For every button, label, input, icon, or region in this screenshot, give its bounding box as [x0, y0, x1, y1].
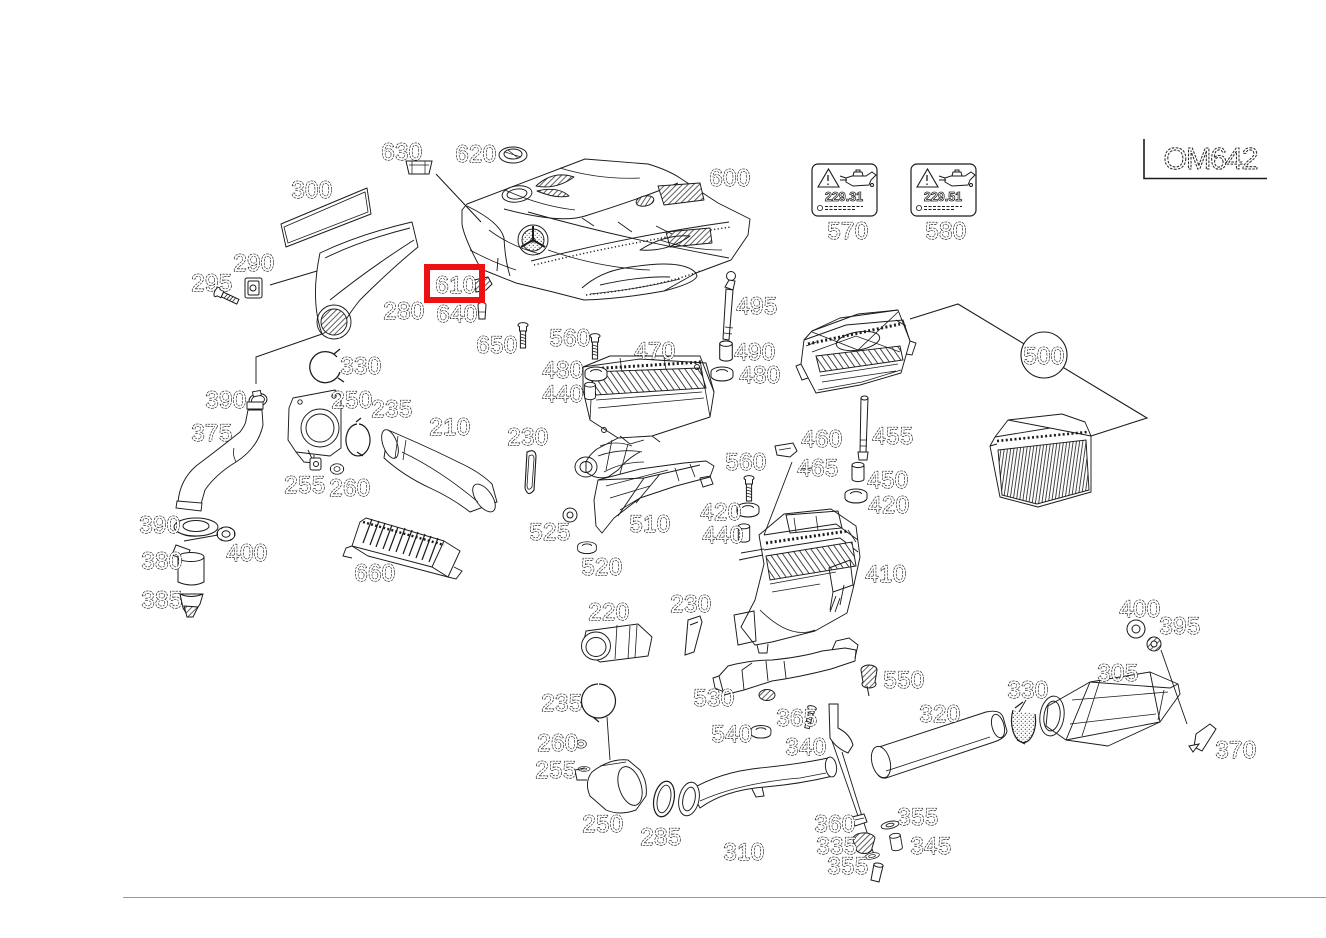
svg-text:220: 220 — [588, 599, 629, 626]
svg-text:420: 420 — [700, 499, 741, 526]
svg-text:650: 650 — [476, 332, 517, 359]
svg-text:230: 230 — [670, 591, 711, 618]
svg-text:375: 375 — [191, 420, 232, 447]
svg-text:490: 490 — [734, 339, 775, 366]
svg-text:480: 480 — [739, 362, 780, 389]
svg-text:560: 560 — [549, 325, 590, 352]
svg-text:229.31: 229.31 — [825, 190, 863, 204]
svg-text:385: 385 — [141, 587, 182, 614]
svg-text:345: 345 — [910, 833, 951, 860]
svg-text:255: 255 — [535, 757, 576, 784]
svg-text:OM642: OM642 — [1164, 142, 1259, 176]
svg-text:305: 305 — [1097, 660, 1138, 687]
svg-text:330: 330 — [340, 353, 381, 380]
svg-text:235: 235 — [541, 690, 582, 717]
svg-text:460: 460 — [801, 426, 842, 453]
svg-text:285: 285 — [640, 824, 681, 851]
svg-text:600: 600 — [709, 165, 750, 192]
svg-text:300: 300 — [291, 177, 332, 204]
svg-text:440: 440 — [702, 522, 743, 549]
svg-text:320: 320 — [919, 701, 960, 728]
svg-text:420: 420 — [868, 492, 909, 519]
svg-text:495: 495 — [736, 293, 777, 320]
svg-text:560: 560 — [725, 449, 766, 476]
svg-text:250: 250 — [582, 811, 623, 838]
svg-text:360: 360 — [814, 811, 855, 838]
svg-text:390: 390 — [139, 512, 180, 539]
svg-text:510: 510 — [629, 511, 670, 538]
svg-text:380: 380 — [141, 548, 182, 575]
svg-text:410: 410 — [865, 561, 906, 588]
svg-text:250: 250 — [331, 387, 372, 414]
svg-text:355: 355 — [827, 853, 868, 880]
svg-text:660: 660 — [354, 560, 395, 587]
svg-text:255: 255 — [284, 472, 325, 499]
svg-text:530: 530 — [693, 685, 734, 712]
svg-text:630: 630 — [381, 139, 422, 166]
svg-text:480: 480 — [542, 357, 583, 384]
svg-text:260: 260 — [329, 475, 370, 502]
svg-text:465: 465 — [797, 455, 838, 482]
svg-text:470: 470 — [634, 338, 675, 365]
svg-text:525: 525 — [529, 519, 570, 546]
svg-text:280: 280 — [383, 298, 424, 325]
svg-text:295: 295 — [191, 270, 232, 297]
svg-text:230: 230 — [507, 424, 548, 451]
svg-text:610: 610 — [435, 272, 476, 299]
svg-text:540: 540 — [711, 721, 752, 748]
svg-text:290: 290 — [233, 250, 274, 277]
svg-text:210: 210 — [429, 414, 470, 441]
svg-text:520: 520 — [581, 554, 622, 581]
svg-text:640: 640 — [436, 301, 477, 328]
svg-text:550: 550 — [883, 667, 924, 694]
svg-text:400: 400 — [1119, 596, 1160, 623]
svg-text:370: 370 — [1215, 737, 1256, 764]
svg-text:500: 500 — [1023, 343, 1064, 370]
svg-text:365: 365 — [776, 705, 817, 732]
svg-text:340: 340 — [785, 734, 826, 761]
svg-text:440: 440 — [542, 381, 583, 408]
svg-text:260: 260 — [537, 730, 578, 757]
svg-text:390: 390 — [205, 387, 246, 414]
svg-text:335: 335 — [816, 833, 857, 860]
svg-text:229.51: 229.51 — [924, 190, 962, 204]
svg-text:310: 310 — [723, 839, 764, 866]
svg-text:395: 395 — [1159, 613, 1200, 640]
svg-text:355: 355 — [897, 804, 938, 831]
svg-text:455: 455 — [872, 423, 913, 450]
svg-text:450: 450 — [867, 467, 908, 494]
svg-text:235: 235 — [371, 396, 412, 423]
svg-text:570: 570 — [827, 218, 868, 245]
svg-text:620: 620 — [455, 141, 496, 168]
svg-text:400: 400 — [226, 540, 267, 567]
svg-text:330: 330 — [1007, 677, 1048, 704]
svg-text:580: 580 — [925, 218, 966, 245]
